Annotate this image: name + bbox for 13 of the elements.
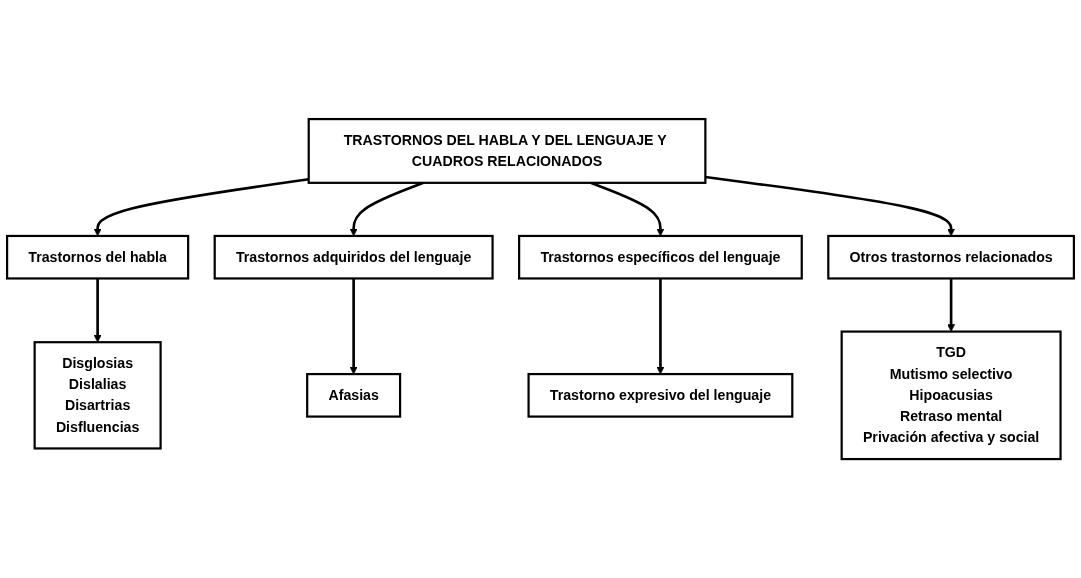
arrow — [656, 278, 665, 375]
node-box: Afasias — [306, 372, 402, 418]
node-box: Trastorno expresivo del lenguaje — [527, 372, 794, 418]
node-box: Trastornos específicos del lenguaje — [518, 234, 803, 280]
arrow — [349, 278, 358, 375]
node-box: Otros trastornos relacionados — [827, 234, 1075, 280]
node-box: Trastornos adquiridos del lenguaje — [213, 234, 494, 280]
arrow — [947, 278, 955, 332]
node-box: Disglosias Dislalias Disartrias Disfluencias — [33, 341, 162, 450]
node-box: TGD Mutismo selectivo Hipoacusias Retraso mental Privación afectiva y social — [840, 330, 1062, 461]
arrow — [93, 278, 102, 343]
node-box: TRASTORNOS DEL HABLA Y DEL LENGUAJE Y CUADROS RELACIONADOS — [307, 117, 707, 184]
node-box: Trastornos del habla — [6, 234, 190, 280]
